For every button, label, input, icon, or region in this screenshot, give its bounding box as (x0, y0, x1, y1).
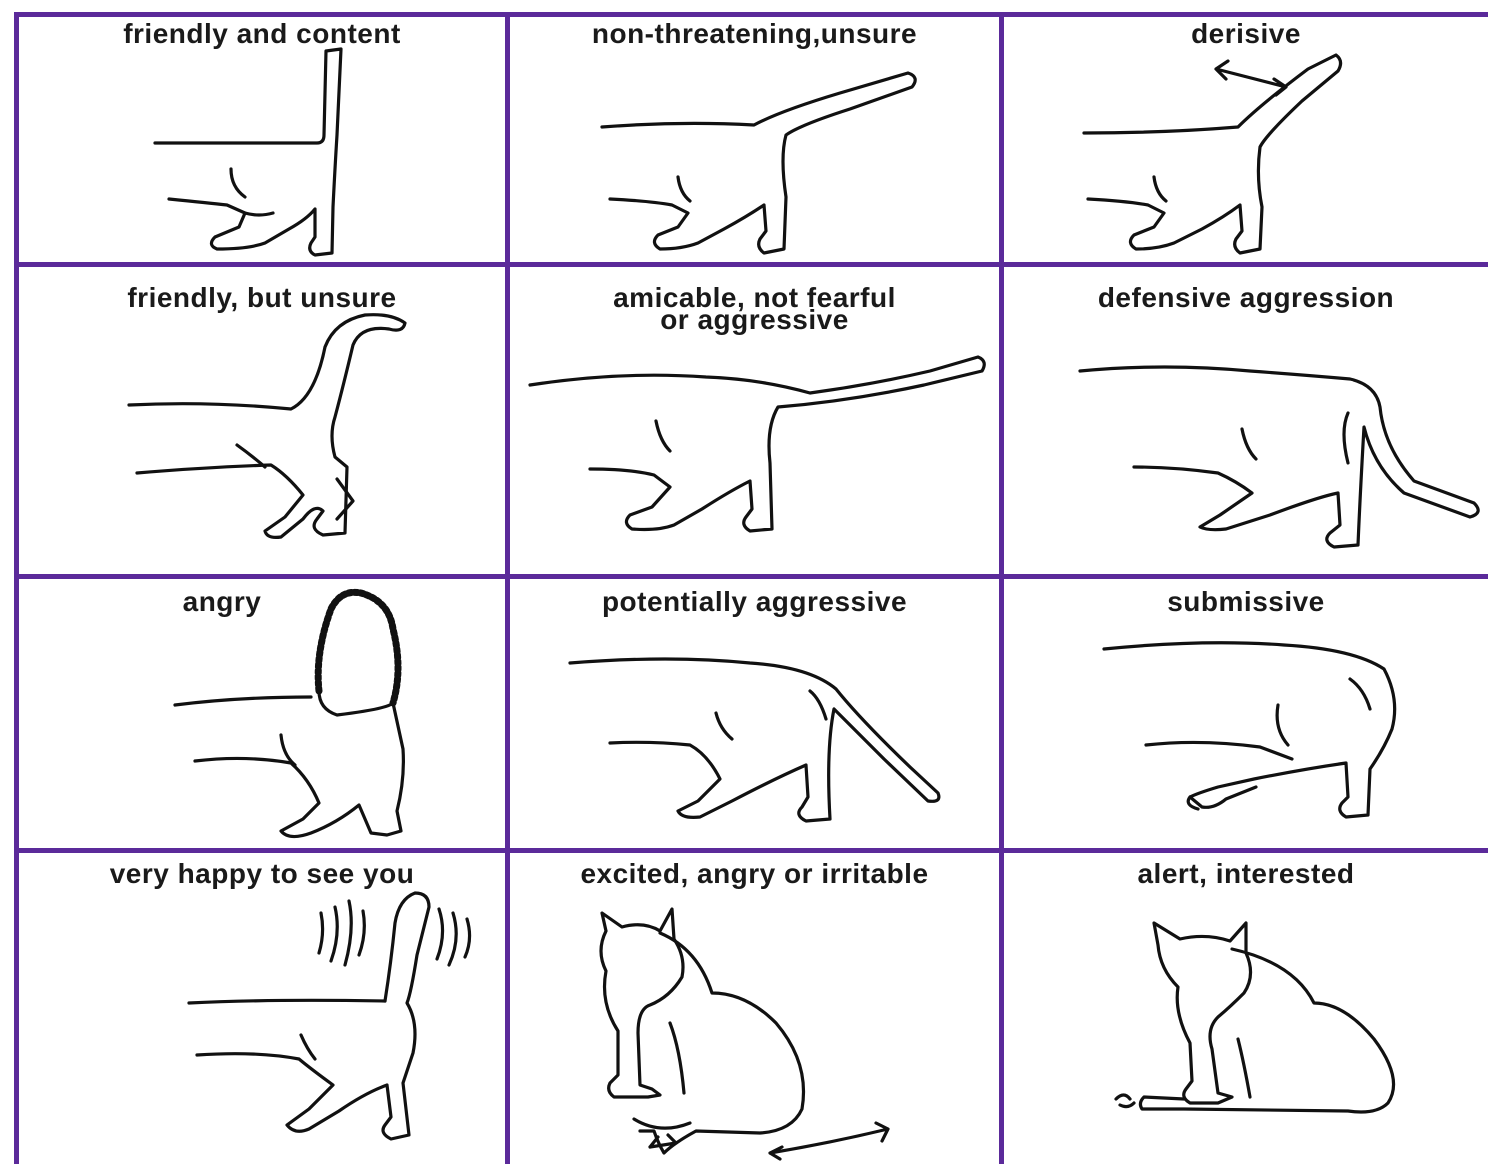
panel-angry: angry (19, 579, 505, 848)
panel-defensive-aggression: defensive aggression (1004, 267, 1488, 574)
cat-tail-diagonal-twitching-illustration (1004, 17, 1488, 262)
cat-tail-raised-diagonal-illustration (510, 17, 999, 262)
panel-alert-interested: alert, interested (1004, 853, 1488, 1164)
swish-arrow-right (770, 1123, 888, 1159)
cat-tail-horizontal-illustration (510, 267, 999, 574)
cat-tail-lowered-diagonal-illustration (510, 579, 999, 848)
cat-tail-upright-bristled-illustration (19, 579, 505, 848)
panel-submissive: submissive (1004, 579, 1488, 848)
twitch-arrow (1216, 61, 1286, 95)
panel-amicable-not-fearful: amicable, not fearful or aggressive (510, 267, 999, 574)
panel-derisive: derisive (1004, 17, 1488, 262)
cat-tail-upright-hooked-illustration (19, 267, 505, 574)
cat-tail-sitting-tail-wrapped-illustration (1004, 853, 1488, 1164)
cat-tail-upright-quivering-illustration (19, 853, 505, 1164)
panel-potentially-aggressive: potentially aggressive (510, 579, 999, 848)
cat-tail-tucked-between-legs-illustration (1004, 579, 1488, 848)
cat-tail-sitting-tail-swishing-illustration (510, 853, 999, 1164)
cat-tail-lowered-flicked-out-illustration (1004, 267, 1488, 574)
swish-arrow-left (650, 1135, 676, 1147)
panel-non-threatening-unsure: non-threatening,unsure (510, 17, 999, 262)
panel-very-happy-to-see-you: very happy to see you (19, 853, 505, 1164)
panel-friendly-but-unsure: friendly, but unsure (19, 267, 505, 574)
panel-excited-angry-or-irritable: excited, angry or irritable (510, 853, 999, 1164)
panel-friendly-and-content: friendly and content (19, 17, 505, 262)
cat-tail-upright-straight-illustration (19, 17, 505, 262)
